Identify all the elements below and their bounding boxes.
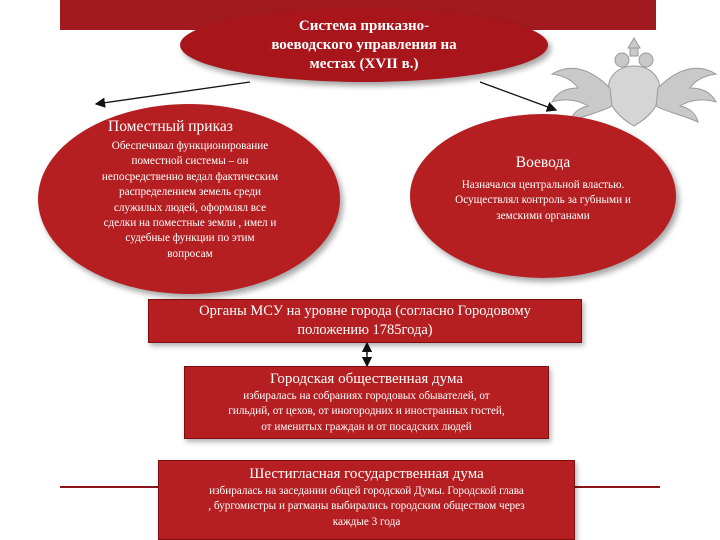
voevoda-heading: Воевода [515,154,571,171]
voevoda-description: Назначался центральной властью. Осуществ… [424,178,662,224]
city-duma-heading: Городская общественная дума [269,371,463,387]
system-title-node: Система приказно- воеводского управления… [180,8,548,82]
text-line: от именитых граждан и от посадских людей [261,420,472,433]
msu-organs-box: Органы МСУ на уровне города (согласно Го… [148,299,582,343]
arrow-to-pomestny [94,81,251,108]
title-line: воеводского управления на [271,36,457,53]
six-vote-duma-box: Шестигласная государственная дума избира… [158,460,575,540]
text-line: служилых людей, оформлял все [113,201,267,214]
text-line: сделки на поместные земли , имел и [103,217,277,230]
text-line: каждые 3 года [332,515,401,528]
text-line: непосредственно ведал фактическим [101,170,279,183]
text-line: вопросам [167,247,213,260]
msu-line: положению 1785года) [297,322,433,338]
arrow-to-voevoda [479,81,558,112]
double-headed-eagle-icon [550,37,718,127]
msu-line: Органы МСУ на уровне города (согласно Го… [199,303,531,319]
pomestny-prikaz-heading: Поместный приказ [108,118,233,135]
voevoda-node: Воевода Назначался центральной властью. … [410,114,676,278]
text-line: судебные функции по этим [125,232,255,245]
text-line: , бургомистры и ратманы выбирались город… [208,500,525,513]
six-vote-duma-heading: Шестигласная государственная дума [249,466,484,482]
pomestny-prikaz-node: Поместный приказ Обеспечивал функциониро… [38,104,340,294]
title-line: Система приказно- [298,17,430,34]
text-line: распределением земель среди [119,186,261,199]
text-line: Обеспечивал функционирование [111,140,269,152]
title-line: местах (XVII в.) [309,55,419,72]
text-line: гильдий, от цехов, от иногородних и инос… [228,405,505,418]
text-line: поместной системы – он [131,155,249,168]
city-duma-box: Городская общественная дума избиралась н… [184,366,549,439]
text-line: Назначался центральной властью. [461,179,625,191]
text-line: избиралась на собраниях городовых обыват… [243,390,490,402]
six-vote-duma-description: избиралась на заседании общей городской … [159,484,574,530]
pomestny-prikaz-description: Обеспечивал функционирование поместной с… [60,139,320,262]
text-line: земскими органами [496,209,590,222]
city-duma-description: избиралась на собраниях городовых обыват… [185,389,548,435]
text-line: Осуществлял контроль за губными и [455,194,631,207]
text-line: избиралась на заседании общей городской … [209,485,524,497]
